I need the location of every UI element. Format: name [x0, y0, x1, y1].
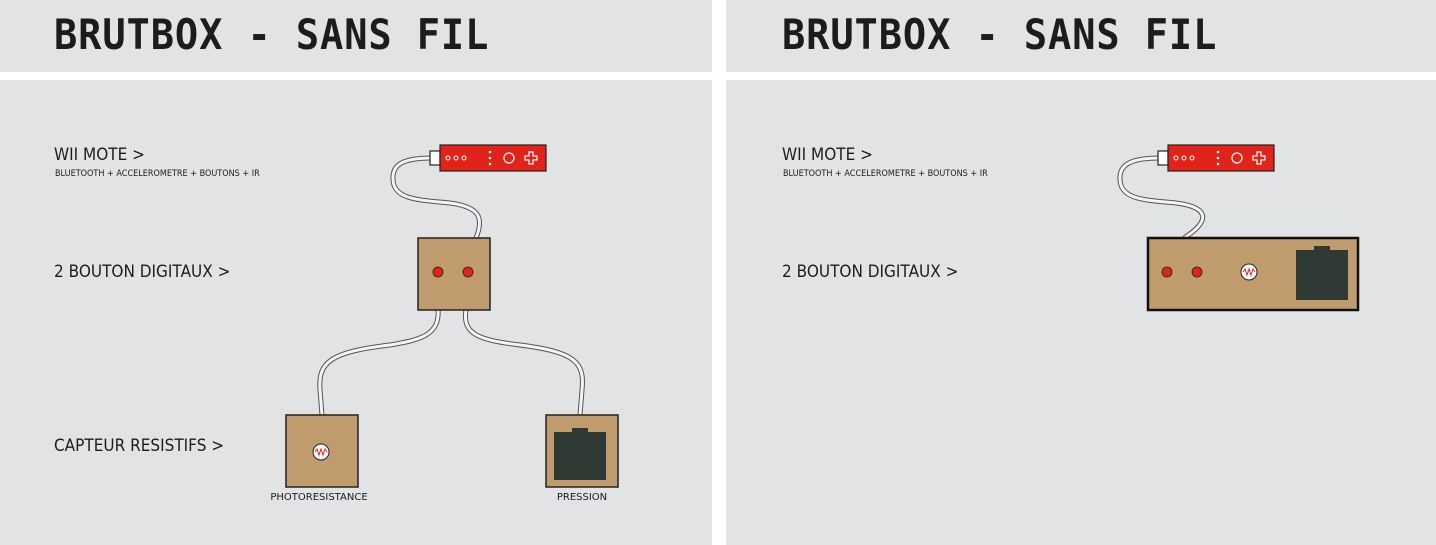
button-box — [417, 237, 491, 311]
buttons-label: 2 BOUTON DIGITAUX > — [54, 262, 231, 282]
right-header: BRUTBOX - SANS FIL — [726, 0, 1436, 72]
pressure-box — [545, 414, 619, 488]
left-page-title: BRUTBOX - SANS FIL — [54, 10, 490, 59]
right-diagram — [1117, 144, 1360, 312]
right-page-title: BRUTBOX - SANS FIL — [782, 10, 1218, 59]
digital-button-2 — [1191, 266, 1203, 278]
photoresistance-box — [285, 414, 359, 488]
wiimote-sublabel: BLUETOOTH + ACCELEROMETRE + BOUTONS + IR — [783, 169, 988, 179]
photoresistor-icon — [1240, 263, 1258, 281]
pressure-sensor-icon — [1296, 246, 1348, 300]
digital-button-2 — [462, 266, 474, 278]
cable-buttons-to-pressure — [462, 309, 585, 416]
wiimote-label: WII MOTE > — [782, 145, 873, 165]
pressure-sensor-icon — [554, 428, 606, 480]
wiimote-device — [1157, 144, 1275, 172]
combined-box — [1146, 236, 1360, 312]
sensors-label: CAPTEUR RESISTIFS > — [54, 436, 225, 456]
photoresistance-caption: PHOTORESISTANCE — [270, 492, 368, 503]
cable-buttons-to-photo — [317, 309, 441, 416]
digital-button-1 — [432, 266, 444, 278]
wiimote-device — [429, 144, 547, 172]
wiimote-label: WII MOTE > — [54, 145, 145, 165]
pressure-caption: PRESSION — [556, 492, 608, 503]
left-header: BRUTBOX - SANS FIL — [0, 0, 712, 72]
photoresistor-icon — [312, 443, 330, 461]
left-panel: BRUTBOX - SANS FIL — [0, 0, 712, 545]
right-panel: BRUTBOX - SANS FIL — [726, 0, 1436, 545]
right-diagram-area — [726, 80, 1436, 545]
cable-wiimote-to-combined-box — [1117, 155, 1206, 241]
digital-button-1 — [1161, 266, 1173, 278]
left-diagram — [285, 144, 619, 488]
buttons-label: 2 BOUTON DIGITAUX > — [782, 262, 959, 282]
wiimote-sublabel: BLUETOOTH + ACCELEROMETRE + BOUTONS + IR — [55, 169, 260, 179]
cable-wiimote-to-buttons — [390, 155, 483, 239]
